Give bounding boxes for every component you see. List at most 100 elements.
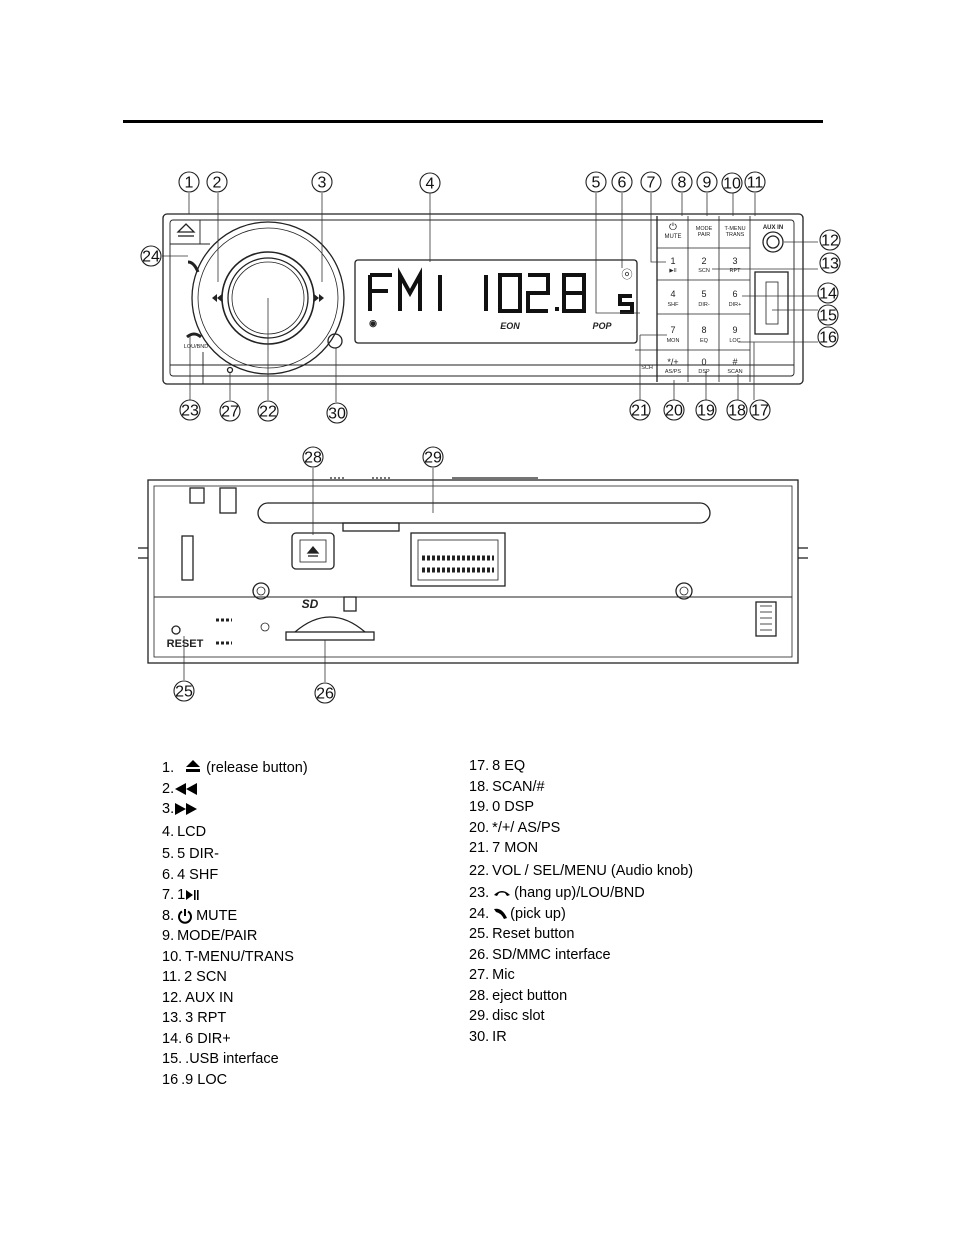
svg-text:8: 8 [678, 175, 687, 192]
svg-text:28: 28 [304, 450, 322, 467]
rewind-icon[interactable] [212, 294, 222, 302]
legend-number: 16 [162, 1071, 179, 1088]
power-icon[interactable]: ⏻ [669, 222, 677, 233]
svg-text:7: 7 [647, 175, 656, 192]
mic-hole [226, 366, 234, 374]
legend-text: Reset button [492, 926, 575, 942]
disc-slot[interactable] [257, 502, 711, 524]
fast-forward-icon[interactable] [314, 294, 324, 302]
key-7-number[interactable]: 7 [670, 325, 675, 335]
legend-item: 30.IR [469, 1027, 693, 1048]
svg-text:3: 3 [318, 175, 327, 192]
legend-number: 14. [162, 1030, 183, 1047]
legend-item: 19.0 DSP [469, 797, 693, 818]
legend-number: 19. [469, 799, 490, 815]
callout-7: 7 [640, 171, 662, 193]
callout-6: 6 [611, 171, 633, 193]
eject-icon [177, 758, 206, 779]
legend-item: 3. [162, 799, 308, 820]
leader-lines [162, 193, 818, 682]
sd-mmc-slot[interactable] [285, 631, 375, 641]
lou-label: LOU/BND [184, 344, 208, 350]
key-1-number[interactable]: 1 [670, 256, 675, 266]
legend-number: 29. [469, 1008, 490, 1024]
callout-25: 25 [173, 680, 195, 702]
legend-item: 12.AUX IN [162, 988, 308, 1009]
key-4-number[interactable]: 4 [670, 289, 675, 299]
legend-item: 11.2 SCN [162, 967, 308, 988]
legend-text: LCD [177, 823, 207, 840]
key-6-number[interactable]: 6 [732, 289, 737, 299]
legend-number: 26. [469, 946, 490, 963]
key-2-number[interactable]: 2 [701, 256, 706, 266]
legend-number: 25. [469, 926, 490, 942]
key-6-label: DIR+ [729, 302, 742, 308]
key-3-number[interactable]: 3 [732, 256, 737, 266]
release-eject-icon[interactable] [176, 223, 196, 237]
svg-text:23: 23 [181, 403, 199, 420]
svg-text:19: 19 [697, 403, 715, 420]
legend-item: 24.(pick up) [469, 904, 693, 925]
callout-19: 19 [695, 399, 717, 421]
legend-item: 6.4 SHF [162, 865, 308, 886]
svg-text:13: 13 [821, 256, 839, 273]
key-8-label: EQ [700, 338, 709, 344]
callout-24: 24 [140, 245, 162, 267]
lcd-screen [354, 259, 638, 344]
callout-14: 14 [817, 282, 839, 304]
tmenu-label-2: TRANS [726, 232, 745, 238]
callout-22: 22 [257, 400, 279, 422]
svg-text:9: 9 [703, 175, 712, 192]
legend-text: Mic [492, 967, 515, 983]
hang-up-icon[interactable] [186, 332, 202, 339]
legend-number: 23. [469, 885, 490, 901]
legend-number: 3. [162, 801, 175, 817]
legend-item: 7.1 [162, 885, 308, 906]
legend-number: 10. [162, 948, 183, 965]
callout-8: 8 [671, 171, 693, 193]
legend-text: 3 RPT [185, 1010, 227, 1026]
legend-number: 2. [162, 780, 175, 797]
usb-port[interactable] [754, 271, 789, 335]
key-5-number[interactable]: 5 [701, 289, 706, 299]
legend-item: 2. [162, 779, 308, 800]
reset-hole[interactable] [171, 625, 181, 635]
legend-text: AUX IN [185, 989, 234, 1006]
key-9-number[interactable]: 9 [732, 325, 737, 335]
wiring-connector [410, 532, 506, 587]
legend-item: 17.8 EQ [469, 756, 693, 777]
legend-number: 13. [162, 1010, 183, 1026]
legend-number: 27. [469, 967, 490, 983]
callout-10: 10 [721, 172, 743, 194]
legend-item: 8.MUTE [162, 906, 308, 927]
legend-text: 5 DIR- [177, 846, 219, 862]
reset-label: RESET [167, 638, 204, 650]
key-12-number[interactable]: # [732, 357, 737, 367]
key-11-number[interactable]: 0 [701, 357, 706, 367]
pick-up-icon[interactable] [187, 260, 200, 273]
callout-30: 30 [326, 402, 348, 424]
key-8-number[interactable]: 8 [701, 325, 706, 335]
keypad-labels: 1▶II2SCN3RPT4SHF5DIR-6DIR+7MON8EQ9LOC*/+… [665, 256, 743, 375]
legend-text: 2 SCN [184, 969, 227, 985]
legend-text: 6 DIR+ [185, 1030, 231, 1047]
key-10-number[interactable]: */+ [667, 357, 678, 367]
svg-text:4: 4 [426, 176, 435, 193]
legend-item: 26.SD/MMC interface [469, 945, 693, 966]
key-2-label: SCN [698, 268, 710, 274]
tmenu-label-1: T-MENU [724, 226, 745, 232]
legend-item: 28.eject button [469, 986, 693, 1007]
callout-15: 15 [817, 304, 839, 326]
legend-number: 5. [162, 846, 175, 862]
rewind-icon [174, 779, 200, 800]
legend-text: .9 LOC [181, 1071, 228, 1088]
legend-item: 27.Mic [469, 965, 693, 986]
key-9-label: LOC [729, 338, 740, 344]
aux-in-jack[interactable] [762, 231, 784, 253]
key-10-label: AS/PS [665, 369, 682, 375]
callout-29: 29 [422, 446, 444, 468]
legend-number: 4. [162, 823, 175, 840]
